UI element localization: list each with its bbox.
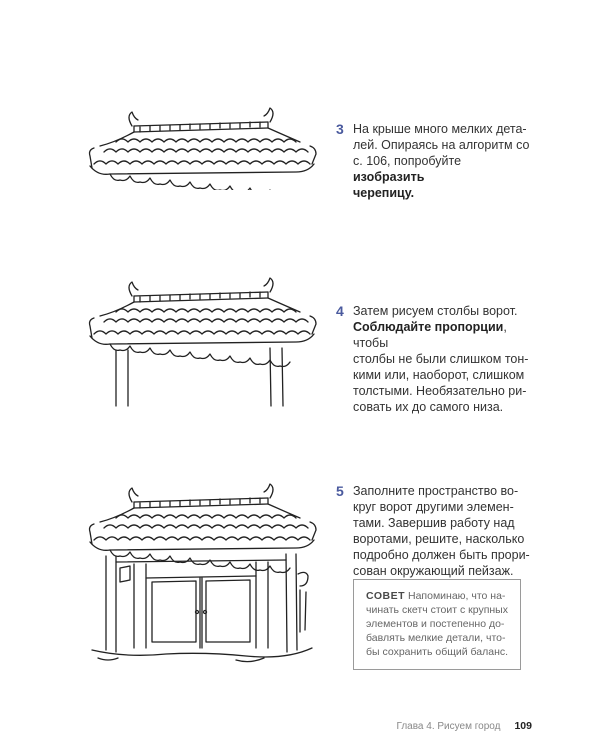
bold-text: изобразить bbox=[353, 170, 425, 184]
text-line: с. 106, попробуйте изобразить bbox=[353, 153, 532, 185]
step-text: На крыше много мелких дета-лей. Опираясь… bbox=[353, 121, 532, 201]
step-4: 4 Затем рисуем столбы ворот.Соблюдайте п… bbox=[336, 303, 532, 415]
text-segment: лей. Опираясь на алгоритм со bbox=[353, 138, 530, 152]
bold-text: черепицу. bbox=[353, 186, 415, 200]
text-segment: совать их до самого низа. bbox=[353, 400, 504, 414]
text-segment: воротами, решите, насколько bbox=[353, 532, 525, 546]
text-segment: На крыше много мелких дета- bbox=[353, 122, 527, 136]
text-segment: , чтобы bbox=[353, 320, 507, 350]
text-line: лей. Опираясь на алгоритм со bbox=[353, 137, 532, 153]
step-number: 3 bbox=[336, 121, 344, 137]
text-line: кими или, наоборот, слишком bbox=[353, 367, 532, 383]
tip-text: Напоминаю, что на-чинать скетч стоит с к… bbox=[366, 590, 509, 658]
text-line: черепицу. bbox=[353, 185, 532, 201]
step-number: 5 bbox=[336, 483, 344, 499]
text-line: подробно должен быть прори- bbox=[353, 547, 532, 563]
roof-tiles-illustration bbox=[86, 106, 318, 190]
text-line: Соблюдайте пропорции, чтобы bbox=[353, 319, 532, 351]
text-line: круг ворот другими элемен- bbox=[353, 499, 532, 515]
text-segment: Затем рисуем столбы ворот. bbox=[353, 304, 518, 318]
text-line: На крыше много мелких дета- bbox=[353, 121, 532, 137]
page-number: 109 bbox=[514, 720, 532, 732]
step-number: 4 bbox=[336, 303, 344, 319]
step-3: 3 На крыше много мелких дета-лей. Опирая… bbox=[336, 121, 532, 201]
text-line: столбы не были слишком тон- bbox=[353, 351, 532, 367]
text-line: совать их до самого низа. bbox=[353, 399, 532, 415]
text-segment: сован окружающий пейзаж. bbox=[353, 564, 514, 578]
step-text: Заполните пространство во-круг ворот дру… bbox=[353, 483, 532, 579]
text-segment: с. 106, попробуйте bbox=[353, 154, 462, 168]
step-5: 5 Заполните пространство во-круг ворот д… bbox=[336, 483, 532, 579]
step-text: Затем рисуем столбы ворот.Соблюдайте про… bbox=[353, 303, 532, 415]
text-line: тами. Завершив работу над bbox=[353, 515, 532, 531]
text-segment: толстыми. Необязательно ри- bbox=[353, 384, 527, 398]
text-segment: тами. Завершив работу над bbox=[353, 516, 515, 530]
chapter-title: Глава 4. Рисуем город bbox=[396, 721, 501, 732]
tip-label: СОВЕТ bbox=[366, 590, 405, 602]
full-gate-illustration bbox=[86, 482, 318, 670]
bold-text: Соблюдайте пропорции bbox=[353, 320, 504, 334]
text-segment: подробно должен быть прори- bbox=[353, 548, 530, 562]
text-segment: круг ворот другими элемен- bbox=[353, 500, 514, 514]
page-footer: Глава 4. Рисуем город 109 bbox=[396, 720, 532, 732]
text-segment: кими или, наоборот, слишком bbox=[353, 368, 525, 382]
text-line: Затем рисуем столбы ворот. bbox=[353, 303, 532, 319]
text-segment: столбы не были слишком тон- bbox=[353, 352, 529, 366]
text-line: сован окружающий пейзаж. bbox=[353, 563, 532, 579]
text-line: воротами, решите, насколько bbox=[353, 531, 532, 547]
text-line: Заполните пространство во- bbox=[353, 483, 532, 499]
text-line: толстыми. Необязательно ри- bbox=[353, 383, 532, 399]
text-segment: Заполните пространство во- bbox=[353, 484, 519, 498]
roof-with-pillars-illustration bbox=[86, 276, 318, 408]
